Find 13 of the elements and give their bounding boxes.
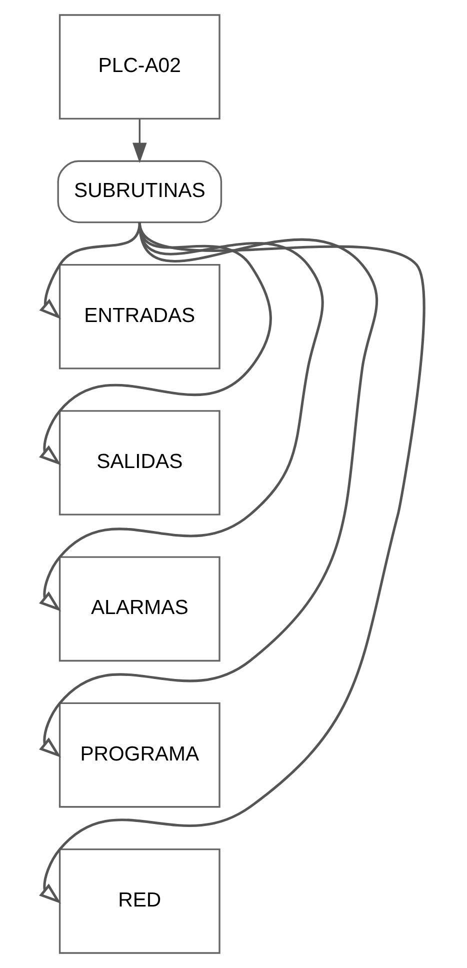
- arrow: [38, 222, 425, 904]
- node-box: SALIDAS: [58, 410, 220, 516]
- arrow: [38, 222, 140, 320]
- node-box: ENTRADAS: [58, 264, 220, 370]
- arrow: [38, 222, 324, 612]
- node-box: RED: [58, 848, 220, 954]
- arrow: [132, 119, 146, 164]
- node-box: PLC-A02: [58, 14, 220, 120]
- arrow: [38, 222, 378, 758]
- arrow: [38, 222, 272, 466]
- node-box: SUBRUTINAS: [56, 160, 222, 224]
- node-box: PROGRAMA: [58, 702, 220, 808]
- node-box: ALARMAS: [58, 556, 220, 662]
